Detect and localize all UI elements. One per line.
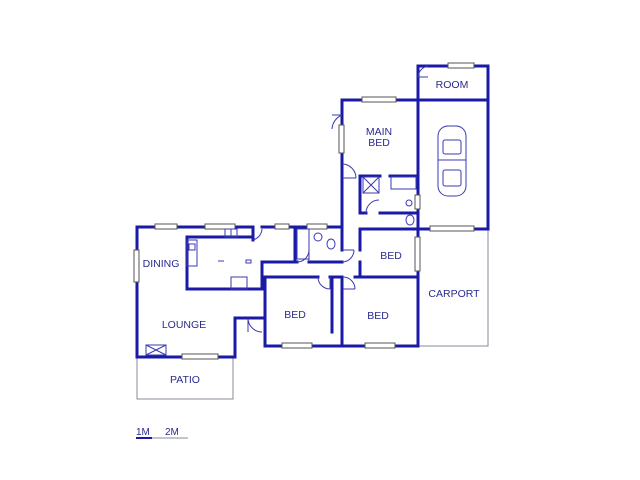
room-label-dining: DINING <box>143 258 180 270</box>
toilet-icon <box>326 238 336 250</box>
room-label-main-bed-line2: BED <box>368 137 390 149</box>
basin-icon <box>313 232 323 242</box>
room-labels: ROOM MAIN BED BED DINING CARPORT LOUNGE … <box>143 79 481 386</box>
room-label-bed-right: BED <box>367 310 389 322</box>
room-label-carport: CARPORT <box>428 288 480 300</box>
room-label-main-bed-line1: MAIN <box>366 126 392 138</box>
room-label-lounge: LOUNGE <box>162 319 206 331</box>
scale-bar: 1M 2M <box>136 427 188 439</box>
fireplace-icon <box>145 344 167 356</box>
scale-label-2m: 2M <box>165 427 179 438</box>
patio-outline <box>136 358 234 400</box>
room-label-patio: PATIO <box>170 374 200 386</box>
bathtub-icon <box>296 228 310 260</box>
room-label-room: ROOM <box>436 79 469 91</box>
door-swings <box>247 65 429 333</box>
ensuite-bath-icon <box>390 176 417 190</box>
windows <box>133 62 475 360</box>
fixtures <box>145 125 467 356</box>
car-icon <box>437 125 467 197</box>
ensuite-toilet-icon <box>405 214 415 226</box>
room-label-bed-upper: BED <box>380 250 402 262</box>
walls <box>135 64 490 359</box>
shower-icon <box>362 176 380 194</box>
scale-label-1m: 1M <box>136 427 150 438</box>
room-label-bed-left: BED <box>284 309 306 321</box>
